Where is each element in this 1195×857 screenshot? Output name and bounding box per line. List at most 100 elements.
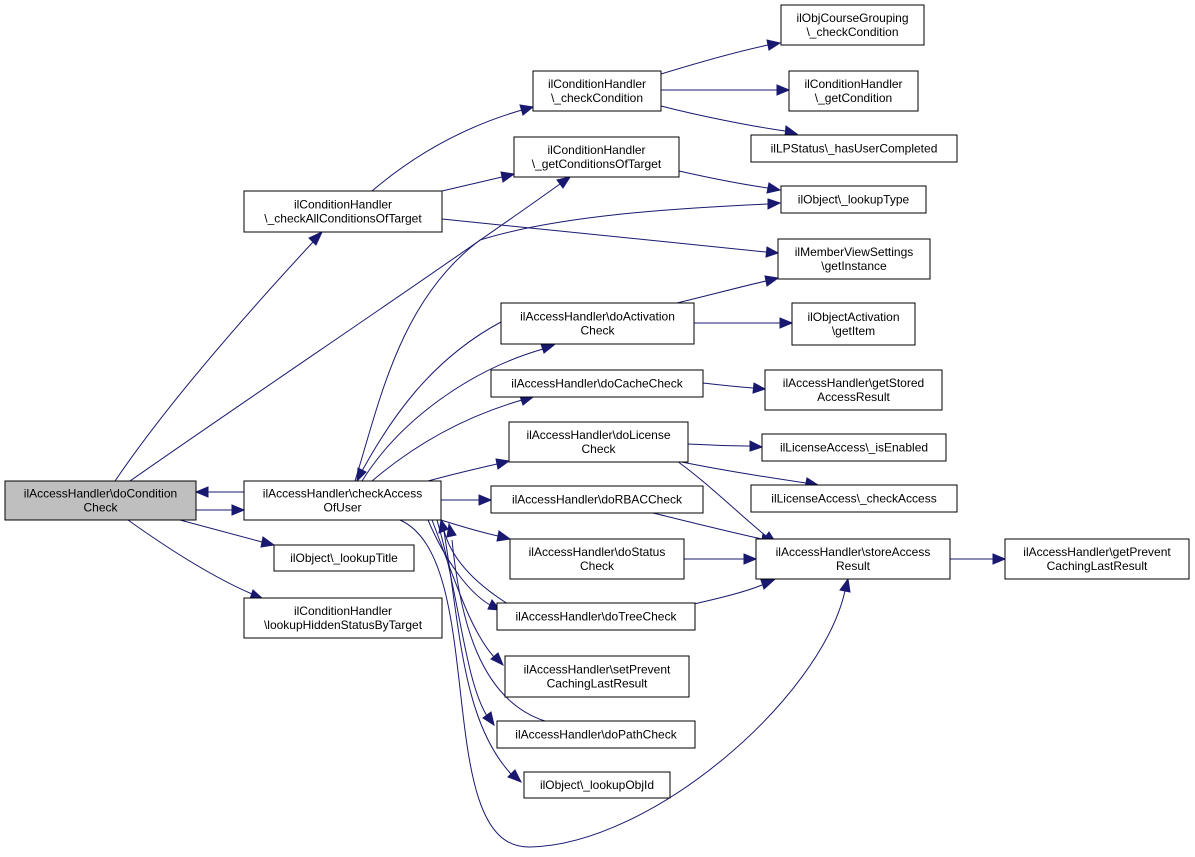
node-box [1004, 538, 1190, 580]
node-box [509, 538, 685, 580]
node-label-line: \lookupHiddenStatusByTarget [264, 618, 423, 632]
node-box [513, 136, 680, 178]
edge-doconditioncheck-to-checkallconditionsoftarget [114, 230, 324, 482]
node-box [496, 602, 696, 631]
node-label-line: ilAccessHandler\doCondition [24, 487, 177, 501]
node-do-path-check[interactable]: ilAccessHandler\doPathCheck [496, 720, 696, 749]
node-box [755, 538, 951, 580]
node-label-line: \_getConditionsOfTarget [532, 157, 662, 171]
node-box [243, 480, 442, 521]
node-box [500, 302, 695, 345]
edge-doconditioncheck-to-checkaccessofuser [196, 504, 246, 516]
node-box [791, 302, 916, 346]
node-lookup-type[interactable]: ilObject\_lookupType [780, 185, 927, 214]
node-get-prevent-caching-last-result[interactable]: ilAccessHandler\getPreventCachingLastRes… [1004, 538, 1190, 580]
node-label-line: Check [83, 501, 118, 515]
node-label-line: ilConditionHandler [294, 604, 392, 618]
node-label-line: ilLicenseAccess\_isEnabled [780, 441, 928, 455]
node-label-line: ilAccessHandler\storeAccess [776, 545, 931, 559]
edge-checkallconditionsoftarget-to-memberviewgetinstance [441, 218, 780, 258]
node-label-line: OfUser [323, 501, 361, 515]
edge-checkallconditionsoftarget-to-getconditionsoftarget [441, 171, 516, 192]
edge-checkaccessofuser-to-dolicensecheck [427, 458, 511, 482]
node-lookup-title[interactable]: ilObject\_lookupTitle [273, 544, 415, 572]
node-label-line: ilObjectActivation [807, 310, 899, 324]
node-label-line: ilAccessHandler\doPathCheck [515, 728, 677, 742]
node-label-line: \_getCondition [815, 91, 892, 105]
edge-doconditioncheck-to-lookuphiddenstatusbytarget [127, 519, 265, 600]
node-member-view-get-instance[interactable]: ilMemberViewSettings\getInstance [777, 238, 931, 280]
node-box [761, 433, 947, 462]
node-box [780, 4, 925, 46]
node-object-activation-get-item[interactable]: ilObjectActivation\getItem [791, 302, 916, 346]
node-label-line: ilMemberViewSettings [795, 245, 914, 259]
node-set-prevent-caching-last-result[interactable]: ilAccessHandler\setPreventCachingLastRes… [504, 655, 690, 698]
edge-dotreecheck-to-storeaccessresult [693, 579, 776, 605]
node-label-line: ilAccessHandler\getPrevent [1023, 545, 1171, 559]
node-label-line: CachingLastResult [547, 677, 648, 691]
node-box [780, 185, 927, 214]
node-box [523, 771, 671, 799]
edge-checkcondition-to-hasusercompleted [660, 105, 799, 137]
edge-checkaccessofuser-to-lookupobjid [441, 519, 523, 783]
edge-checkaccessofuser-to-dorbaccheck [441, 494, 493, 506]
node-get-condition[interactable]: ilConditionHandler\_getCondition [788, 70, 919, 112]
node-box [273, 544, 415, 572]
node-label-line: ilConditionHandler [547, 143, 645, 157]
call-edges [114, 39, 1007, 848]
node-label-line: ilLicenseAccess\_checkAccess [771, 492, 936, 506]
node-check-all-conditions-of-target[interactable]: ilConditionHandler\_checkAllConditionsOf… [243, 190, 443, 233]
node-license-is-enabled[interactable]: ilLicenseAccess\_isEnabled [761, 433, 947, 462]
node-license-check-access[interactable]: ilLicenseAccess\_checkAccess [750, 484, 958, 513]
node-label-line: ilObject\_lookupTitle [290, 551, 398, 565]
edge-doactivationcheck-to-checkaccessofuser [356, 321, 502, 483]
node-lookup-obj-id[interactable]: ilObject\_lookupObjId [523, 771, 671, 799]
node-lookup-hidden-status-by-target[interactable]: ilConditionHandler\lookupHiddenStatusByT… [243, 597, 443, 639]
node-has-user-completed[interactable]: ilLPStatus\_hasUserCompleted [750, 134, 958, 163]
edge-dopathcheck-to-checkaccessofuser [446, 522, 546, 722]
edge-checkaccessofuser-to-setpreventcaching [431, 519, 504, 667]
node-label-line: ilAccessHandler\doCacheCheck [511, 377, 683, 391]
edge-docachecheck-to-getstoredaccessresult [702, 382, 767, 394]
edge-checkaccessofuser-to-dostatuscheck [440, 519, 512, 542]
edge-checkallconditionsoftarget-to-checkcondition [371, 104, 535, 192]
node-label-line: ilConditionHandler [548, 77, 646, 91]
node-label-line: ilAccessHandler\doRBACCheck [512, 493, 683, 507]
node-box [504, 655, 690, 698]
node-label-line: ilObjCourseGrouping [796, 11, 908, 25]
node-do-r-b-a-c-check[interactable]: ilAccessHandler\doRBACCheck [490, 485, 704, 514]
node-label-line: \_checkCondition [806, 25, 898, 39]
node-box [750, 134, 958, 163]
node-check-condition[interactable]: ilConditionHandler\_checkCondition [532, 70, 662, 112]
node-box [788, 70, 919, 112]
node-box [490, 485, 704, 514]
edge-doconditioncheck-to-lookuptitle [179, 519, 276, 548]
node-do-cache-check[interactable]: ilAccessHandler\doCacheCheck [490, 369, 704, 398]
node-get-conditions-of-target[interactable]: ilConditionHandler\_getConditionsOfTarge… [513, 136, 680, 178]
node-box [490, 369, 704, 398]
node-label-line: Check [580, 324, 615, 338]
node-label-line: ilAccessHandler\doStatus [529, 545, 666, 559]
node-label-line: ilAccessHandler\setPrevent [524, 663, 671, 677]
node-course-grouping-check-condition[interactable]: ilObjCourseGrouping\_checkCondition [780, 4, 925, 46]
node-do-tree-check[interactable]: ilAccessHandler\doTreeCheck [496, 602, 696, 631]
node-label-line: ilObject\_lookupType [798, 193, 910, 207]
node-label-line: ilAccessHandler\doActivation [520, 310, 675, 324]
node-label-line: \getItem [832, 324, 875, 338]
node-label-line: \_checkAllConditionsOfTarget [264, 212, 422, 226]
node-box [243, 597, 443, 639]
node-label-line: ilAccessHandler\getStored [783, 376, 924, 390]
node-label-line: ilConditionHandler [804, 77, 902, 91]
node-label-line: Check [581, 442, 616, 456]
node-label-line: AccessResult [817, 390, 890, 404]
call-nodes: ilAccessHandler\doConditionCheckilAccess… [4, 4, 1190, 799]
node-box [532, 70, 662, 112]
